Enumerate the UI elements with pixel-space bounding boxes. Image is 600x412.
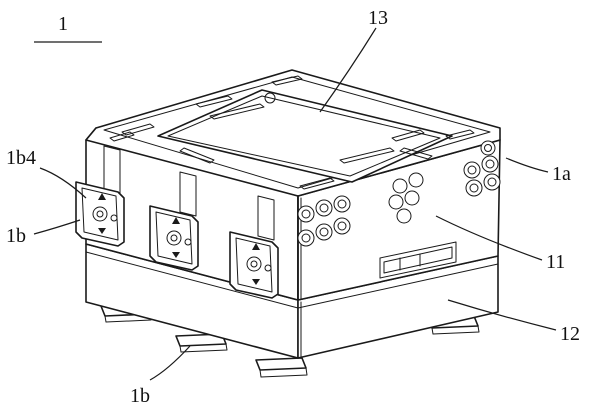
leader-corner-buttons <box>505 157 549 173</box>
latch-module-3 <box>229 231 279 299</box>
lower-housing <box>85 243 499 359</box>
foot-front-right <box>255 357 308 378</box>
label-latch-left: 1b <box>6 225 26 247</box>
leader-latch-detail <box>39 167 87 199</box>
leader-latch-bottom <box>149 345 191 381</box>
label-upper-housing: 11 <box>546 251 565 273</box>
top-cover <box>109 75 475 190</box>
corner-button-cluster-front <box>297 195 351 247</box>
corner-button-cluster-right <box>463 140 501 197</box>
leader-lower-housing <box>447 299 557 331</box>
right-face-window <box>379 241 457 279</box>
label-latch-detail: 1b4 <box>6 147 36 169</box>
label-lower-housing: 12 <box>560 323 580 345</box>
left-face-slot-2 <box>179 171 197 217</box>
leader-upper-housing <box>435 215 543 261</box>
label-top-cover: 13 <box>368 7 388 29</box>
figure-ref-label: 1 <box>58 13 68 35</box>
label-corner-buttons: 1a <box>552 163 571 185</box>
leader-top-cover <box>319 27 377 113</box>
label-latch-bottom: 1b <box>130 385 150 407</box>
left-face-slot-3 <box>257 195 275 241</box>
leader-latch-left <box>33 219 81 235</box>
middle-button-cluster <box>388 172 424 224</box>
latch-module-2 <box>149 205 199 271</box>
latch-module-1 <box>75 181 125 247</box>
